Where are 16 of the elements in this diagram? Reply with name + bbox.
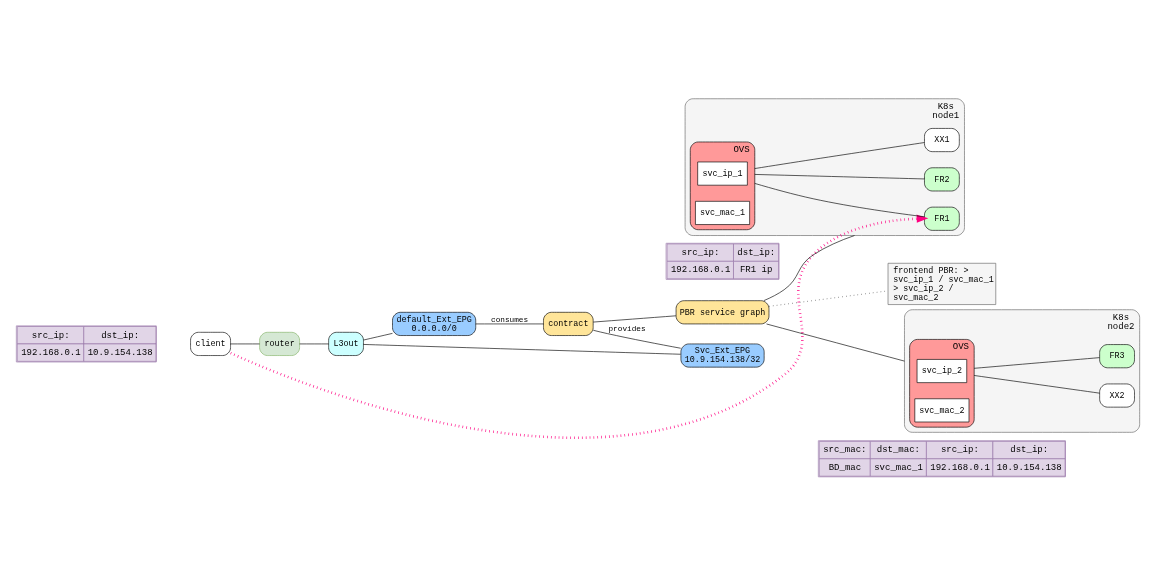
label: svc_mac_1	[874, 461, 923, 473]
label: dst_mac:	[876, 444, 921, 456]
label: BD_mac	[828, 461, 862, 473]
label: dst_ip:	[737, 247, 776, 259]
label: FR1 ip	[739, 264, 773, 276]
label: 192.168.0.1	[21, 347, 81, 359]
label: src_ip:	[940, 444, 979, 456]
label: src_ip:	[31, 329, 70, 341]
label: dst_ip:	[1010, 444, 1049, 456]
label: dst_ip:	[101, 329, 140, 341]
label: src_mac:	[823, 444, 867, 456]
label: 10.9.154.138	[996, 461, 1062, 473]
label: 192.168.0.1	[670, 264, 731, 276]
label: src_ip:	[681, 247, 720, 259]
label: 10.9.154.138	[87, 347, 153, 359]
label: 192.168.0.1	[930, 461, 990, 473]
